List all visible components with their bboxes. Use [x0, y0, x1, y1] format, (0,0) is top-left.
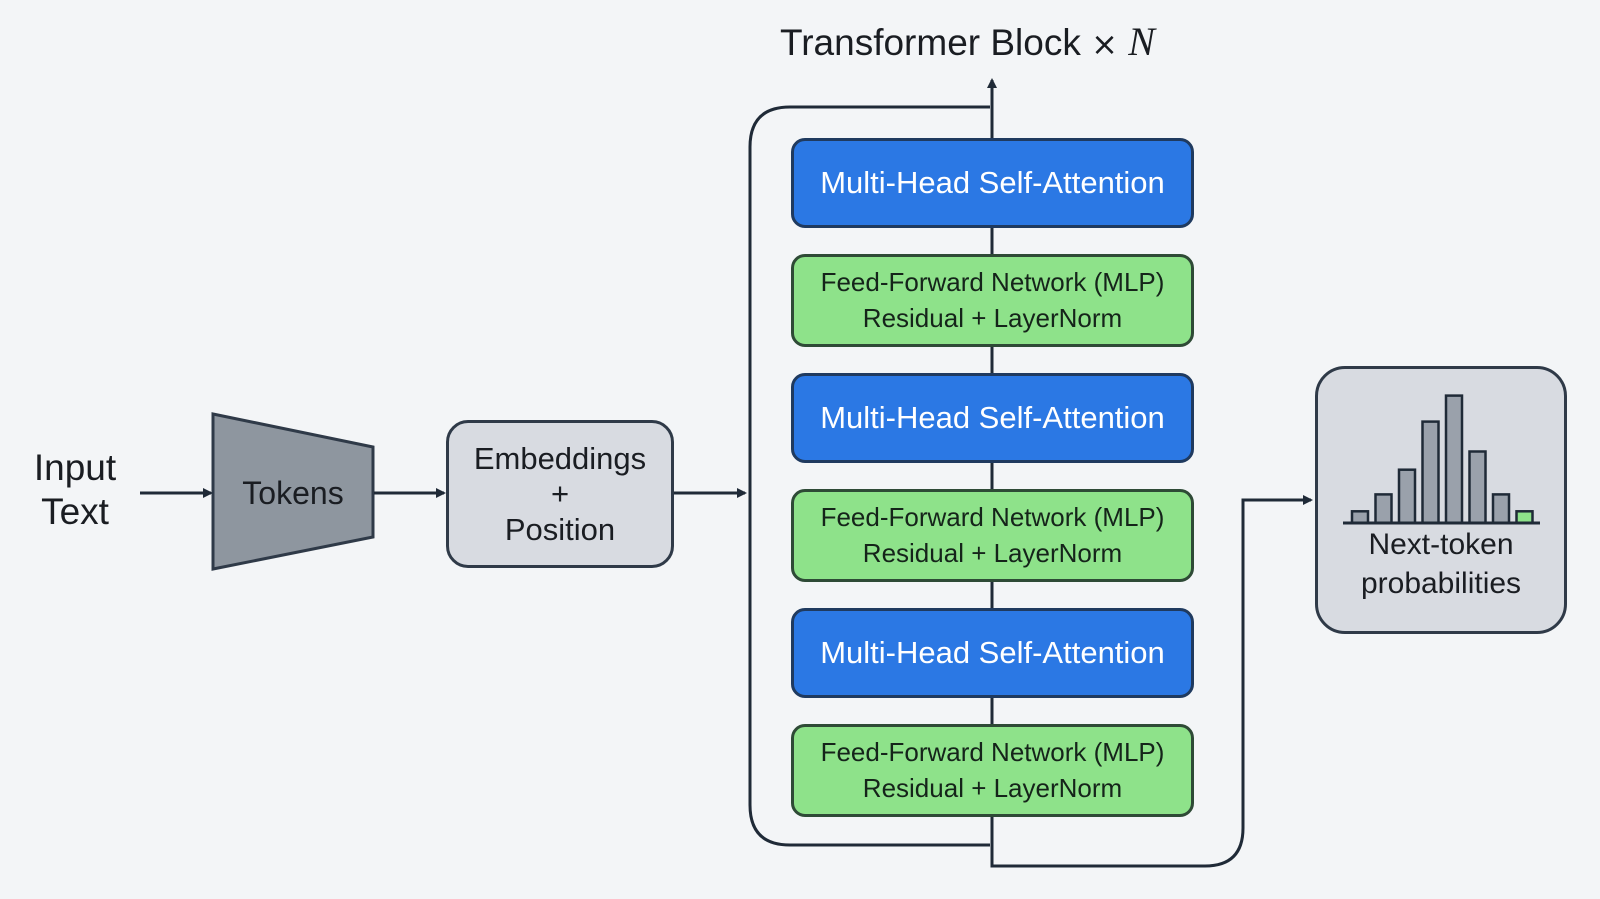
ffn-label-line2: Residual + LayerNorm	[862, 302, 1123, 333]
probabilities-label-line2: probabilities	[1360, 567, 1522, 600]
ffn-label-line2: Residual + LayerNorm	[862, 537, 1123, 568]
input-label-line2: Text	[41, 491, 109, 533]
ffn-label-line1: Feed-Forward Network (MLP)	[820, 737, 1165, 768]
title-variable: N	[1128, 19, 1155, 64]
embeddings-line2: +	[550, 476, 570, 512]
attention-label: Multi-Head Self-Attention	[820, 400, 1165, 435]
ffn-label-line2: Residual + LayerNorm	[862, 772, 1123, 803]
attention-block-3: Multi-Head Self-Attention	[791, 608, 1194, 698]
ffn-block-2: Feed-Forward Network (MLP) Residual + La…	[791, 489, 1194, 582]
ffn-block-3: Feed-Forward Network (MLP) Residual + La…	[791, 724, 1194, 817]
attention-block-1: Multi-Head Self-Attention	[791, 138, 1194, 228]
ffn-block-1: Feed-Forward Network (MLP) Residual + La…	[791, 254, 1194, 347]
tokens-label: Tokens	[242, 475, 344, 511]
ffn-label-line1: Feed-Forward Network (MLP)	[820, 267, 1165, 298]
stack-loop-line	[748, 105, 990, 847]
embeddings-line1: Embeddings	[473, 440, 647, 476]
title-text: Transformer Block	[780, 22, 1081, 63]
input-text-label: Input Text	[20, 446, 130, 535]
attention-label: Multi-Head Self-Attention	[820, 165, 1165, 200]
title-times-symbol: ×	[1091, 25, 1118, 63]
ffn-label-line1: Feed-Forward Network (MLP)	[820, 502, 1165, 533]
next-token-probabilities-box: Next-token probabilities	[1315, 366, 1567, 634]
attention-label: Multi-Head Self-Attention	[820, 635, 1165, 670]
embeddings-line3: Position	[504, 511, 616, 547]
tokens-shape	[211, 412, 375, 571]
diagram-title: Transformer Block × N	[780, 18, 1200, 66]
embeddings-box: Embeddings + Position	[446, 420, 674, 568]
input-label-line1: Input	[33, 447, 117, 488]
attention-block-2: Multi-Head Self-Attention	[791, 373, 1194, 463]
output-path	[990, 495, 1313, 868]
probabilities-label-line1: Next-token	[1368, 528, 1514, 561]
